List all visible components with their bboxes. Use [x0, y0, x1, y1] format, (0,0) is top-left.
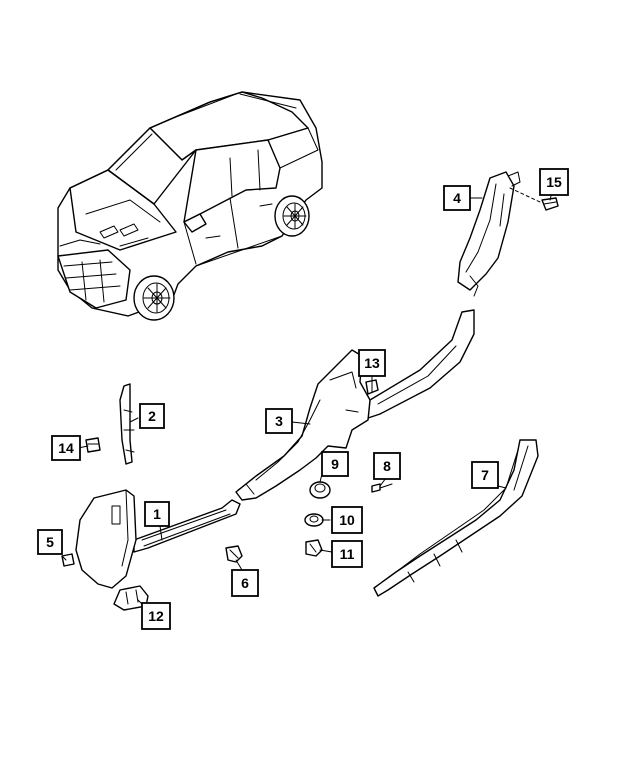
callout-number: 15 — [546, 174, 562, 190]
callout-number: 10 — [339, 512, 355, 528]
callout-box — [321, 451, 349, 477]
callout-box — [231, 569, 259, 597]
callout-box — [331, 540, 363, 568]
part-13-clip — [365, 379, 379, 395]
callout-number: 13 — [364, 355, 380, 371]
part-11-clip — [305, 539, 323, 557]
callout-box — [373, 452, 401, 480]
callout-number: 6 — [241, 575, 249, 591]
leader-7 — [497, 485, 507, 489]
callout-number: 5 — [46, 534, 54, 550]
part-2-pillar-strip — [119, 383, 135, 465]
part-4-pillar-trim — [457, 171, 521, 297]
callout-14: 14 — [51, 435, 81, 461]
callout-box — [331, 506, 363, 534]
callout-box — [471, 461, 499, 489]
leader-11 — [319, 549, 333, 553]
callout-box — [139, 403, 165, 429]
part-9-push-nut — [309, 481, 331, 499]
callout-box — [539, 168, 569, 196]
callout-box — [51, 435, 81, 461]
part-15-clip — [509, 187, 559, 211]
callout-11: 11 — [331, 540, 363, 568]
callout-number: 11 — [340, 546, 355, 562]
part-3-trim-panel — [235, 309, 475, 501]
callout-13: 13 — [358, 349, 386, 377]
callout-number: 12 — [148, 608, 164, 624]
callout-8: 8 — [373, 452, 401, 480]
callout-1: 1 — [144, 501, 170, 527]
callout-number: 1 — [153, 506, 161, 522]
leader-2 — [129, 417, 139, 423]
callout-number: 7 — [481, 467, 489, 483]
callout-number: 2 — [148, 408, 156, 424]
callout-box — [144, 501, 170, 527]
callout-15: 15 — [539, 168, 569, 196]
part-7-reinforcement — [373, 439, 539, 597]
callout-box — [358, 349, 386, 377]
leader-1 — [159, 525, 163, 541]
callout-number: 8 — [383, 458, 391, 474]
part-8-screw — [371, 483, 393, 493]
callout-box — [443, 185, 471, 211]
callout-5: 5 — [37, 529, 63, 555]
part-14-clip — [85, 437, 101, 453]
vehicle-illustration — [57, 91, 323, 321]
callout-number: 4 — [453, 190, 461, 206]
leader-5 — [61, 555, 67, 561]
leader-3 — [291, 421, 311, 425]
callout-3: 3 — [265, 408, 293, 434]
callout-box — [265, 408, 293, 434]
leader-6 — [235, 559, 243, 571]
part-5-side-panel — [61, 489, 137, 589]
callout-number: 3 — [275, 413, 283, 429]
callout-9: 9 — [321, 451, 349, 477]
callout-box — [141, 602, 171, 630]
callout-box — [37, 529, 63, 555]
part-1-sill-plate — [133, 499, 241, 553]
callout-2: 2 — [139, 403, 165, 429]
callout-6: 6 — [231, 569, 259, 597]
callout-7: 7 — [471, 461, 499, 489]
part-6-clip — [225, 545, 243, 563]
callout-12: 12 — [141, 602, 171, 630]
callout-10: 10 — [331, 506, 363, 534]
part-10-rivet — [304, 513, 324, 527]
callout-number: 14 — [58, 440, 74, 456]
callout-4: 4 — [443, 185, 471, 211]
callout-number: 9 — [331, 456, 339, 472]
